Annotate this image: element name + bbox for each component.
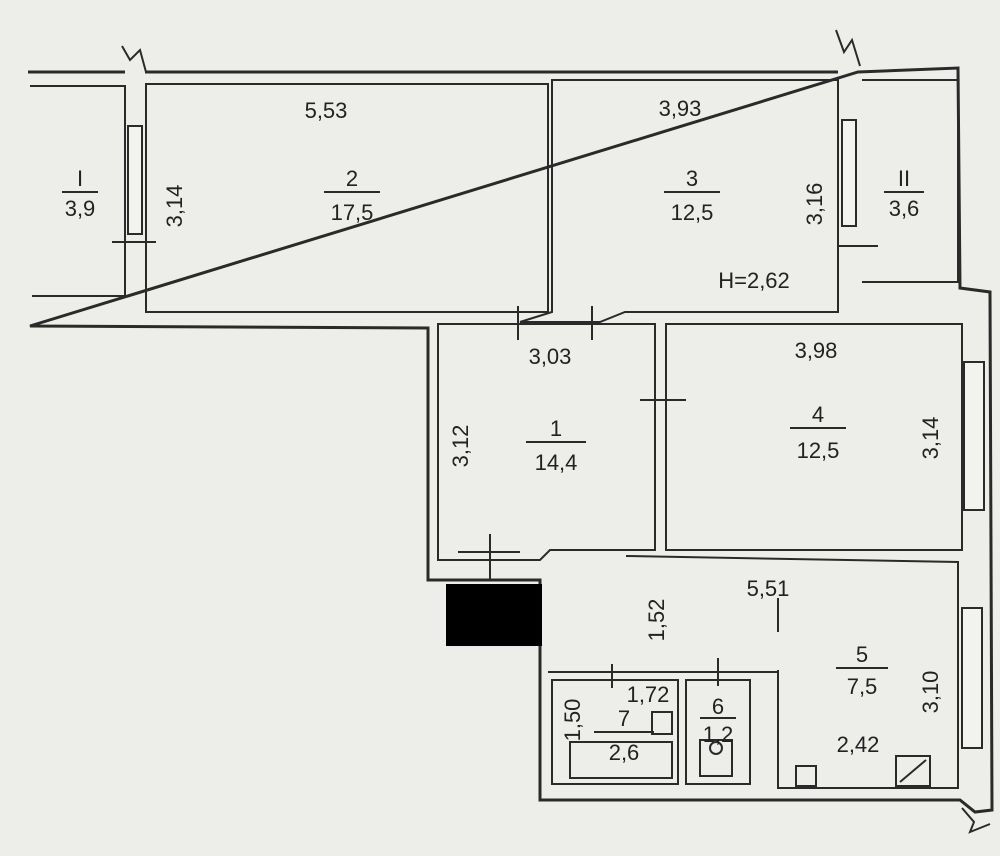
toilet-bowl [709,741,723,755]
dim-room3-width: 3,93 [659,96,702,121]
dimension-labels: 5,53 3,14 3,93 3,16 H=2,62 3,03 3,12 3,9… [162,96,943,757]
window-room-4 [963,361,985,511]
dim-room1-width: 3,03 [529,344,572,369]
room-number-room-7: 7 [618,706,630,731]
dim-room7-width: 1,72 [627,682,670,707]
room-4-wall [665,323,963,551]
room-number-room-3: 3 [686,166,698,191]
room-area-room-7: 2,6 [609,740,640,765]
window-room-3 [841,119,857,227]
room-5-wall [625,555,959,789]
room-number-room-2: 2 [346,166,358,191]
dim-room5-width: 5,51 [747,576,790,601]
room-2-wall [145,83,549,313]
door-marks [112,241,878,688]
dim-room7-depth: 1,50 [560,699,585,742]
walls [28,66,994,814]
room-area-room-6: 1,2 [703,722,734,747]
room-area-room-4: 12,5 [797,438,840,463]
sink-7 [651,711,673,735]
room-area-room-2: 17,5 [331,200,374,225]
room-number-room-5: 5 [856,642,868,667]
ceiling-height: H=2,62 [718,268,790,293]
window-room-2 [127,125,143,235]
dim-room3-depth: 3,16 [802,183,827,226]
room-area-balcony-1: 3,9 [65,196,96,221]
stove [895,755,931,787]
room-3-wall [519,79,839,323]
dim-room4-width: 3,98 [795,338,838,363]
room-area-room-1: 14,4 [535,450,578,475]
outer-wall [28,66,994,814]
window-room-5 [961,607,983,749]
bathtub [569,741,673,779]
balcony-1-wall [30,85,126,297]
sink-5 [795,765,817,787]
room-number-balcony-1: I [77,166,83,191]
dim-room5-depth: 3,10 [918,671,943,714]
dim-room2-width: 5,53 [305,98,348,123]
dim-corridor-depth: 1,52 [644,599,669,642]
room-number-room-6: 6 [712,694,724,719]
room-7-wall [551,679,679,785]
room-number-room-1: 1 [550,416,562,441]
room-area-balcony-2: 3,6 [889,196,920,221]
room-labels: I 3,9 2 17,5 3 12,5 II 3,6 1 14,4 4 12,5… [62,166,924,765]
dim-room5-inner: 2,42 [837,732,880,757]
windows [127,119,985,749]
balcony-2-wall [862,79,959,283]
room-number-balcony-2: II [898,166,910,191]
room-number-room-4: 4 [812,402,824,427]
stove-mark [899,759,927,783]
redaction-block [446,584,542,646]
room-area-room-5: 7,5 [847,674,878,699]
room-area-room-3: 12,5 [671,200,714,225]
dim-room1-depth: 3,12 [448,425,473,468]
dim-room4-depth: 3,14 [918,417,943,460]
room-1-wall [437,323,656,561]
toilet [699,739,733,777]
break-marks [121,29,991,834]
dim-room2-depth: 3,14 [162,185,187,228]
